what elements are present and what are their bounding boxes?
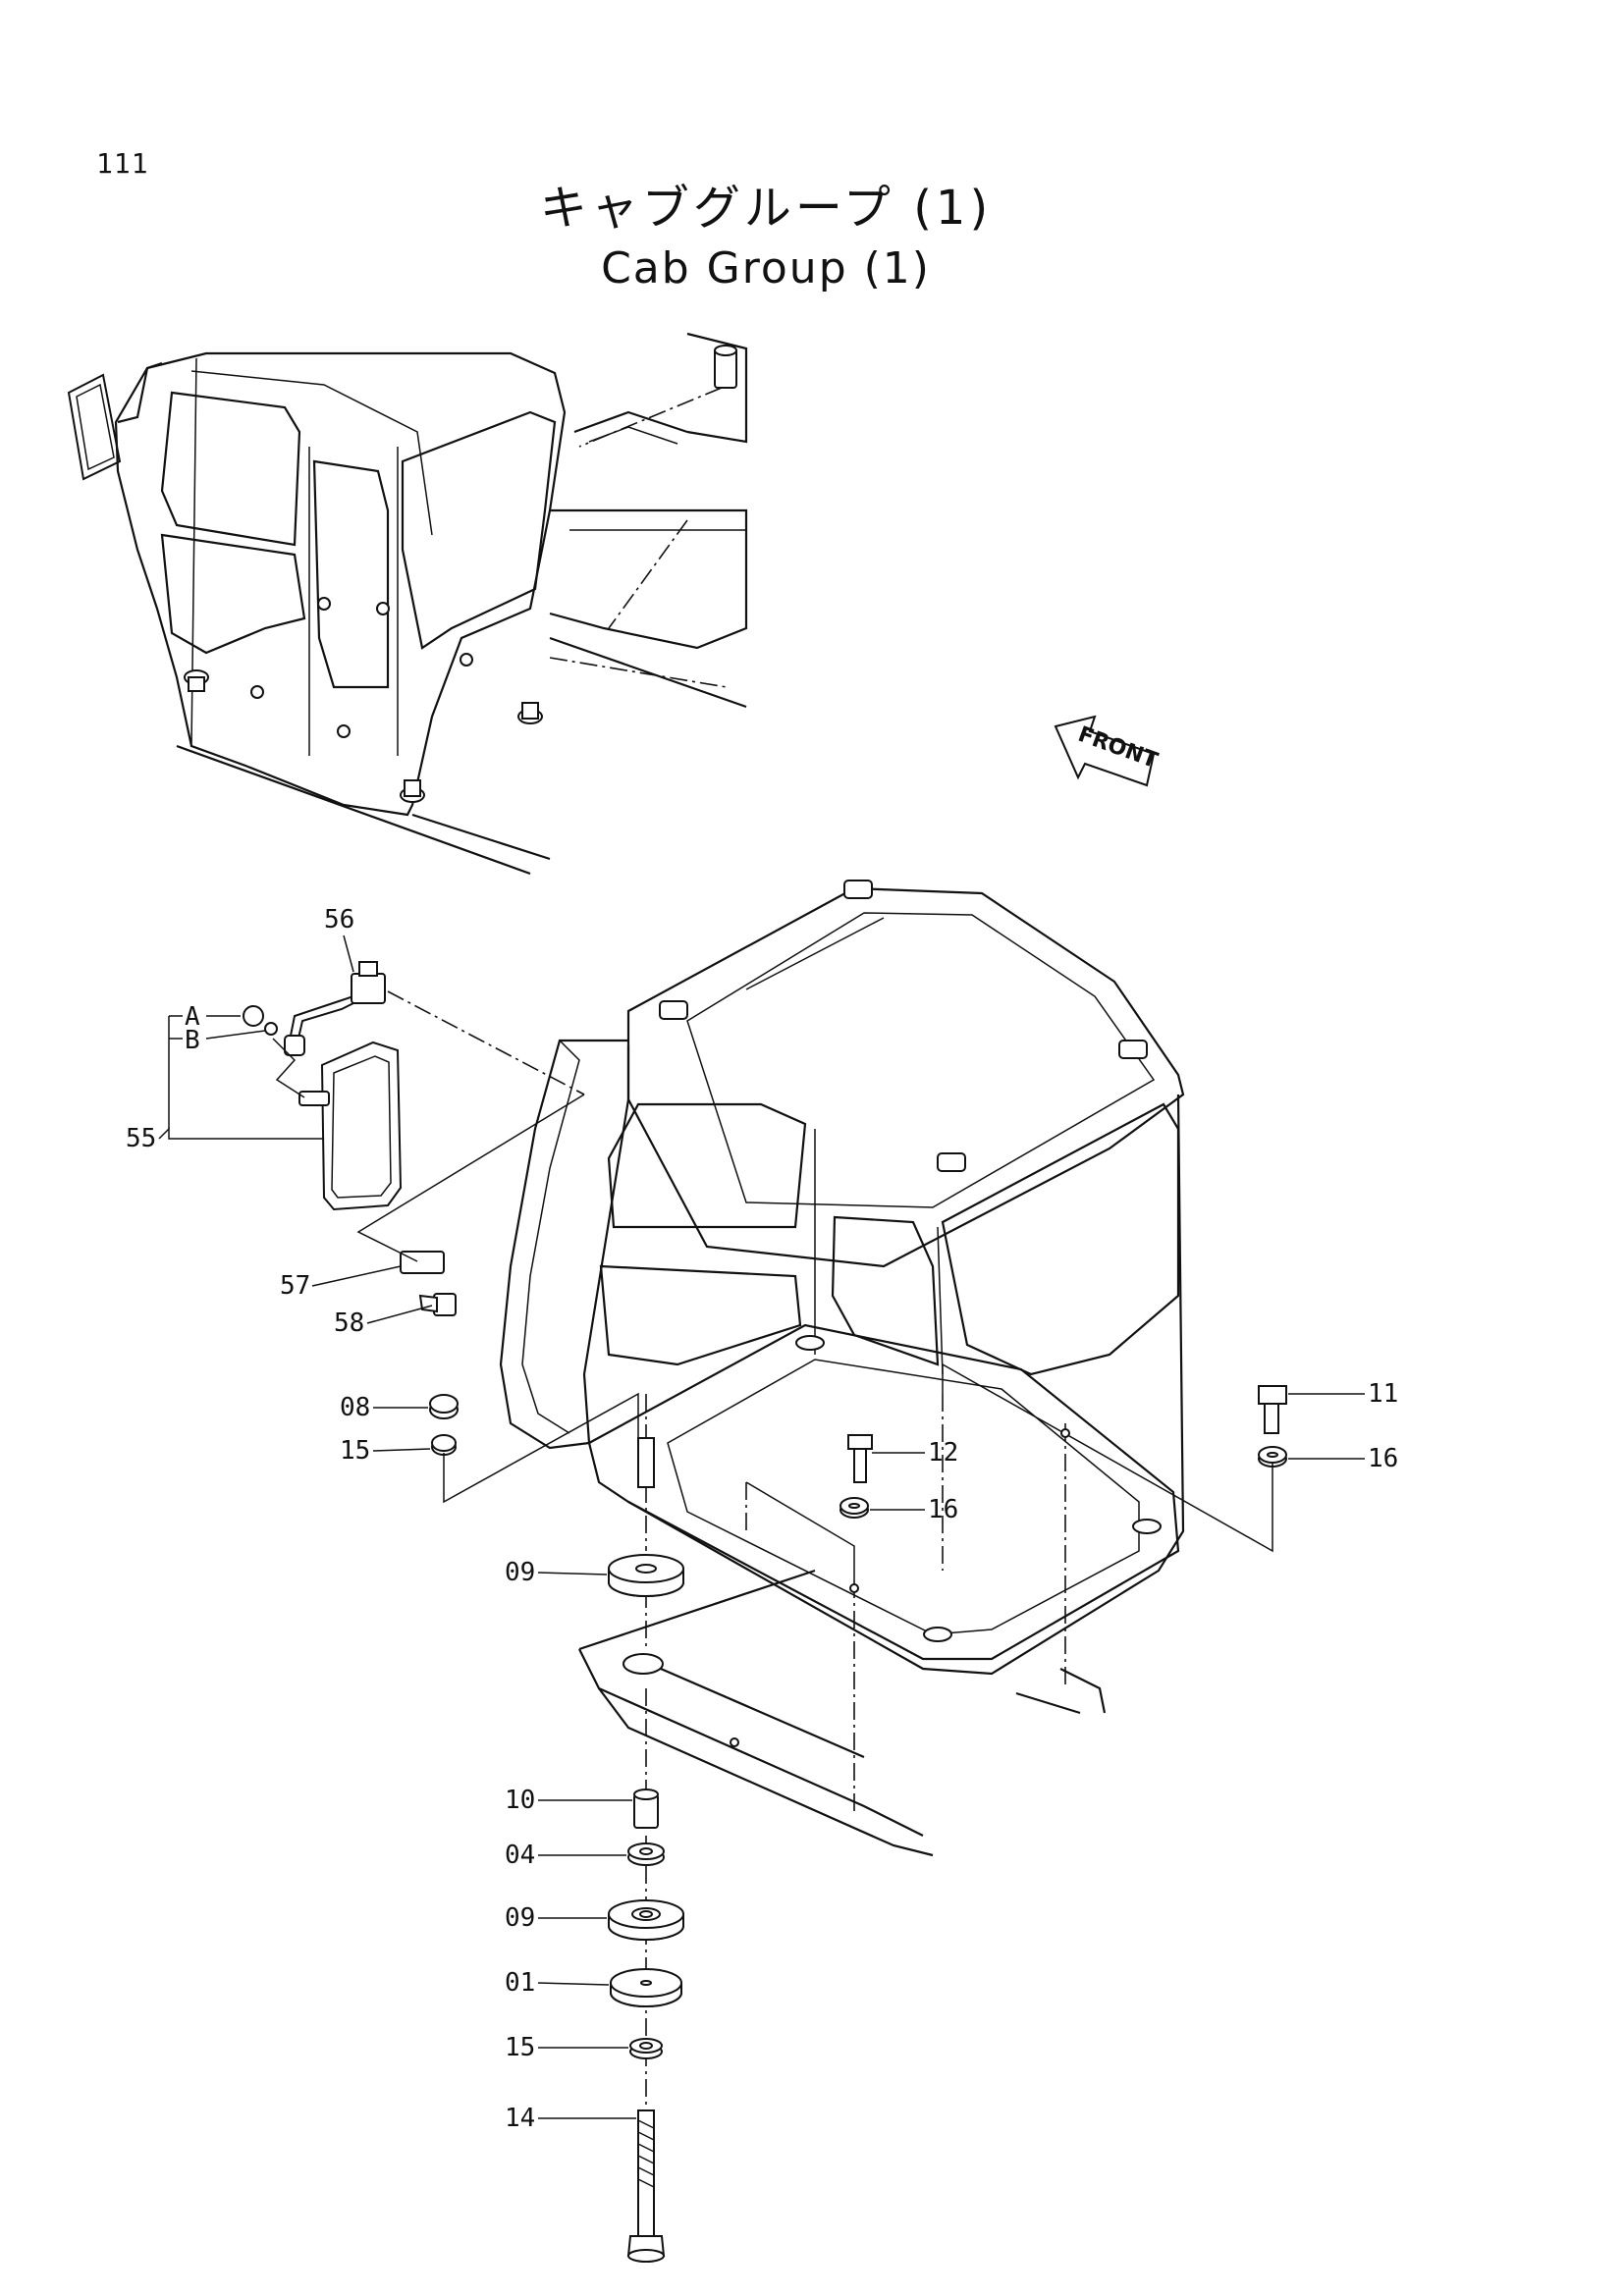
callout-14: 14 xyxy=(505,2104,535,2133)
callout-09-lower: 09 xyxy=(505,1903,535,1933)
mirror-bracket-56 xyxy=(351,973,386,1004)
callout-10: 10 xyxy=(505,1786,535,1815)
callout-01: 01 xyxy=(505,1968,535,1998)
callout-56: 56 xyxy=(324,905,354,934)
callout-16-middle: 16 xyxy=(928,1495,958,1524)
page-title-japanese: キャブグループ (1) xyxy=(539,181,993,236)
front-direction-marker: FRONT xyxy=(1054,715,1161,787)
bracket-57 xyxy=(400,1251,445,1274)
cab-floor-frame xyxy=(588,1323,1180,1661)
bolt-11 xyxy=(1264,1403,1279,1434)
mirror-glass xyxy=(320,1041,403,1211)
title-block: キャブグループ (1) Cab Group (1) xyxy=(0,177,1532,298)
callout-55: 55 xyxy=(126,1124,156,1153)
callout-12: 12 xyxy=(928,1438,958,1468)
callout-09-upper: 09 xyxy=(505,1558,535,1587)
callout-15-lower: 15 xyxy=(505,2033,535,2062)
mirror-assembly xyxy=(243,961,585,1316)
overview-front-window xyxy=(401,410,557,650)
bolt-11-head xyxy=(1258,1385,1287,1405)
cab-front-window xyxy=(941,1102,1180,1376)
washer-B xyxy=(264,1022,278,1036)
callout-58: 58 xyxy=(334,1308,364,1338)
overview-deck xyxy=(549,508,748,650)
callout-11: 11 xyxy=(1368,1379,1398,1409)
callout-16-right: 16 xyxy=(1368,1444,1398,1473)
cab-side-window-upper xyxy=(607,1102,807,1229)
overview-door-window xyxy=(312,459,390,689)
cab-roof xyxy=(626,886,1185,1268)
cab-side-window-lower xyxy=(599,1264,802,1366)
cab-door-window xyxy=(831,1215,940,1366)
mount-hardware xyxy=(429,1362,1287,2263)
overview-side-window-upper xyxy=(160,391,301,547)
page-title-english: Cab Group (1) xyxy=(601,243,931,294)
callouts: 56 A B 55 57 58 08 15 09 12 16 11 xyxy=(126,905,1398,2133)
overview-cab-assembly xyxy=(67,332,748,876)
overview-cab-outline xyxy=(114,351,567,817)
frame-rail xyxy=(578,1569,1107,1857)
cab-shell-exploded xyxy=(499,880,1185,1676)
cab-body xyxy=(499,1039,1185,1676)
overview-side-window-lower xyxy=(160,533,306,655)
nut-A xyxy=(243,1005,264,1027)
overview-cab-mounts xyxy=(184,597,543,803)
callout-A: A xyxy=(185,1002,200,1032)
overview-mirror xyxy=(67,373,122,481)
callout-57: 57 xyxy=(280,1271,310,1301)
callout-04: 04 xyxy=(505,1841,535,1870)
callout-15-upper: 15 xyxy=(340,1436,370,1466)
callout-B: B xyxy=(185,1026,200,1055)
page-number: 111 xyxy=(96,147,149,180)
callout-08: 08 xyxy=(340,1393,370,1422)
